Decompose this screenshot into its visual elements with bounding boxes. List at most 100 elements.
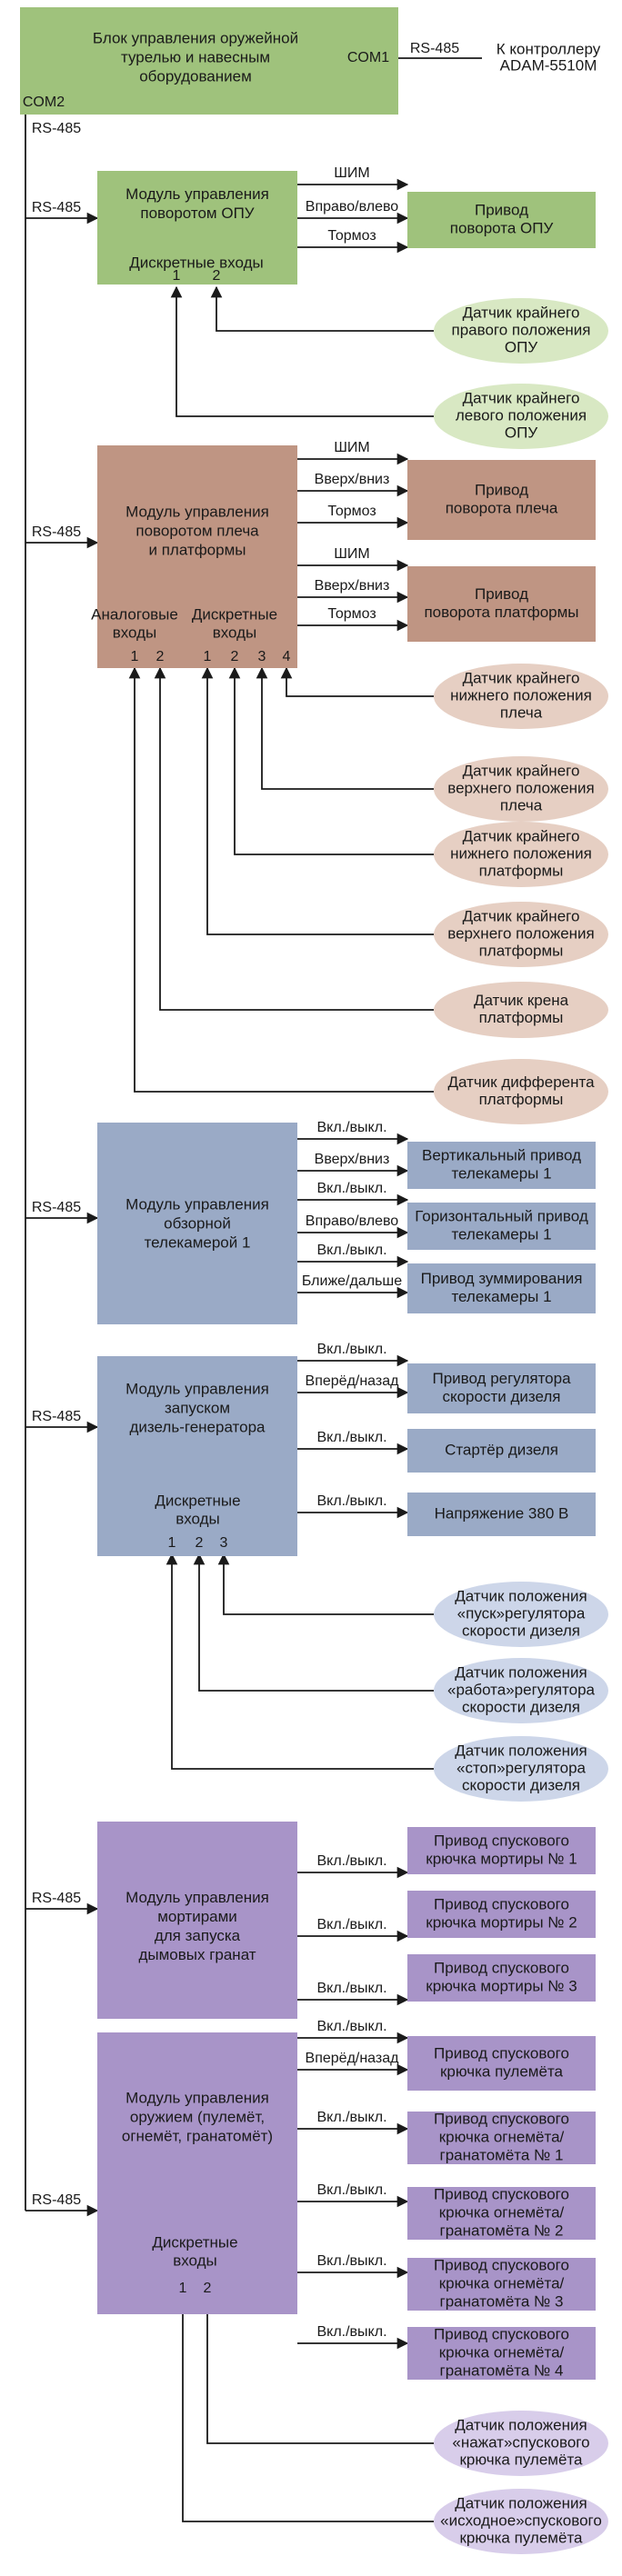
com1-port-label: COM1 bbox=[347, 50, 389, 65]
sensor-feedback-line bbox=[201, 666, 434, 935]
sensor-ellipse bbox=[434, 664, 608, 729]
module-title: поворотом ОПУ bbox=[140, 205, 254, 222]
sensor-label: Датчик положения bbox=[455, 1663, 587, 1681]
module-title: мортирами bbox=[157, 1908, 237, 1925]
sensor-label: Датчик крена bbox=[474, 992, 569, 1009]
actuator-label: гранатомёта № 4 bbox=[440, 2361, 564, 2379]
actuator-box bbox=[407, 1493, 596, 1536]
sensor-label: Датчик дифферента bbox=[447, 1073, 595, 1091]
module-title: огнемёт, гранатомёт) bbox=[122, 2127, 273, 2144]
signal-label: Вкл./выкл. bbox=[316, 1430, 386, 1445]
actuator-label: Привод спускового bbox=[434, 2256, 569, 2273]
sensor-label: Датчик положения bbox=[455, 1742, 587, 1759]
io-group-label: Дискретные bbox=[192, 605, 277, 623]
signal-label: ШИМ bbox=[334, 165, 370, 181]
io-pin-number: 1 bbox=[204, 649, 212, 664]
sensor-label: крючка пулемёта bbox=[459, 2451, 583, 2468]
sensor-ellipse bbox=[434, 384, 608, 449]
sensor-ellipse bbox=[434, 1059, 608, 1124]
rs485-label-module-2: RS-485 bbox=[32, 524, 81, 540]
sensor-ellipse bbox=[434, 1736, 608, 1802]
actuator-label: телекамеры 1 bbox=[451, 1288, 551, 1305]
signal-label: Вперёд/назад bbox=[306, 1373, 400, 1389]
control-module-4 bbox=[97, 1356, 297, 1556]
actuator-label: крючка мортиры № 1 bbox=[426, 1850, 577, 1867]
io-pin-number: 3 bbox=[220, 1535, 228, 1551]
io-group-label: Дискретные bbox=[155, 1492, 240, 1509]
module-title: Модуль управления bbox=[125, 1195, 269, 1213]
sensor-label: Датчик крайнего bbox=[463, 304, 580, 321]
signal-label: Вкл./выкл. bbox=[316, 1342, 386, 1357]
actuator-label: Привод bbox=[475, 585, 528, 603]
actuator-label: гранатомёта № 1 bbox=[440, 2146, 564, 2163]
actuator-box bbox=[407, 1827, 596, 1874]
sensor-feedback-line bbox=[228, 666, 434, 855]
control-module-2 bbox=[97, 445, 297, 668]
actuator-label: Горизонтальный привод bbox=[415, 1207, 588, 1224]
actuator-label: крючка огнемёта/ bbox=[439, 2274, 565, 2291]
sensor-label: платформы bbox=[479, 1009, 564, 1026]
io-group-label: входы bbox=[176, 1510, 220, 1527]
module-title: для запуска bbox=[155, 1927, 241, 1944]
module-title: поворотом плеча bbox=[135, 522, 259, 539]
actuator-box bbox=[407, 460, 596, 540]
actuator-box bbox=[407, 1142, 596, 1189]
signal-label: ШИМ bbox=[334, 546, 370, 562]
sensor-feedback-line bbox=[193, 1553, 434, 1692]
main-unit-title: турелью и навесным bbox=[121, 48, 270, 65]
signal-label: Вкл./выкл. bbox=[316, 2253, 386, 2269]
com2-port-label: COM2 bbox=[23, 95, 65, 110]
sensor-feedback-line bbox=[128, 666, 434, 1093]
sensor-ellipse bbox=[434, 756, 608, 822]
sensor-label: платформы bbox=[479, 862, 564, 879]
io-group-label: входы bbox=[113, 624, 157, 641]
sensor-label: верхнего положения bbox=[447, 924, 594, 942]
io-pin-number: 2 bbox=[156, 649, 165, 664]
actuator-label: поворота плеча bbox=[446, 499, 558, 516]
control-module-5 bbox=[97, 1822, 297, 2019]
actuator-label: поворота платформы bbox=[424, 604, 578, 621]
sensor-label: Датчик положения bbox=[455, 1587, 587, 1604]
control-module-6 bbox=[97, 2032, 297, 2314]
rs485-label-module-6: RS-485 bbox=[32, 2192, 81, 2208]
module-title: дизель-генератора bbox=[130, 1418, 266, 1435]
actuator-box bbox=[407, 1891, 596, 1938]
actuator-box bbox=[407, 2327, 596, 2380]
actuator-box bbox=[407, 2187, 596, 2240]
io-group-label: Дискретные bbox=[152, 2233, 237, 2251]
actuator-label: поворота ОПУ bbox=[450, 219, 554, 236]
actuator-label: крючка мортиры № 3 bbox=[426, 1977, 577, 1994]
rs485-label-module-4: RS-485 bbox=[32, 1409, 81, 1424]
sensor-label: Датчик крайнего bbox=[463, 907, 580, 924]
module-title: Модуль управления bbox=[125, 1380, 269, 1397]
io-pin-number: 4 bbox=[283, 649, 291, 664]
actuator-label: гранатомёта № 3 bbox=[440, 2292, 564, 2310]
signal-label: Вкл./выкл. bbox=[316, 1243, 386, 1258]
io-group-label: Аналоговые bbox=[91, 605, 178, 623]
actuator-label: Привод спускового bbox=[434, 2044, 569, 2062]
sensor-ellipse bbox=[434, 2489, 608, 2554]
signal-label: Ближе/дальше bbox=[302, 1273, 402, 1289]
sensor-label: ОПУ bbox=[505, 338, 537, 355]
signal-label: Вперёд/назад bbox=[306, 2051, 400, 2066]
sensor-label: скорости дизеля bbox=[462, 1622, 580, 1639]
sensor-label: «стоп»регулятора bbox=[456, 1759, 587, 1776]
module-title: оружием (пулемёт, bbox=[130, 2108, 265, 2125]
actuator-box bbox=[407, 192, 596, 248]
actuator-label: телекамеры 1 bbox=[451, 1164, 551, 1182]
signal-label: Вкл./выкл. bbox=[316, 1120, 386, 1135]
module-title: телекамерой 1 bbox=[145, 1233, 251, 1251]
rs485-top-label: RS-485 bbox=[410, 41, 459, 56]
sensor-label: Датчик крайнего bbox=[463, 669, 580, 686]
io-pin-number: 3 bbox=[258, 649, 266, 664]
sensor-ellipse bbox=[434, 982, 608, 1038]
sensor-label: левого положения bbox=[456, 406, 587, 424]
actuator-label: Привод зуммирования bbox=[421, 1270, 583, 1287]
actuator-label: Привод спускового bbox=[434, 2110, 569, 2127]
signal-label: Тормоз bbox=[327, 606, 376, 622]
sensor-label: плеча bbox=[500, 796, 543, 814]
sensor-ellipse bbox=[434, 1658, 608, 1723]
rs485-label-module-5: RS-485 bbox=[32, 1891, 81, 1906]
module-title: дымовых гранат bbox=[138, 1946, 256, 1963]
sensor-label: ОПУ bbox=[505, 424, 537, 441]
